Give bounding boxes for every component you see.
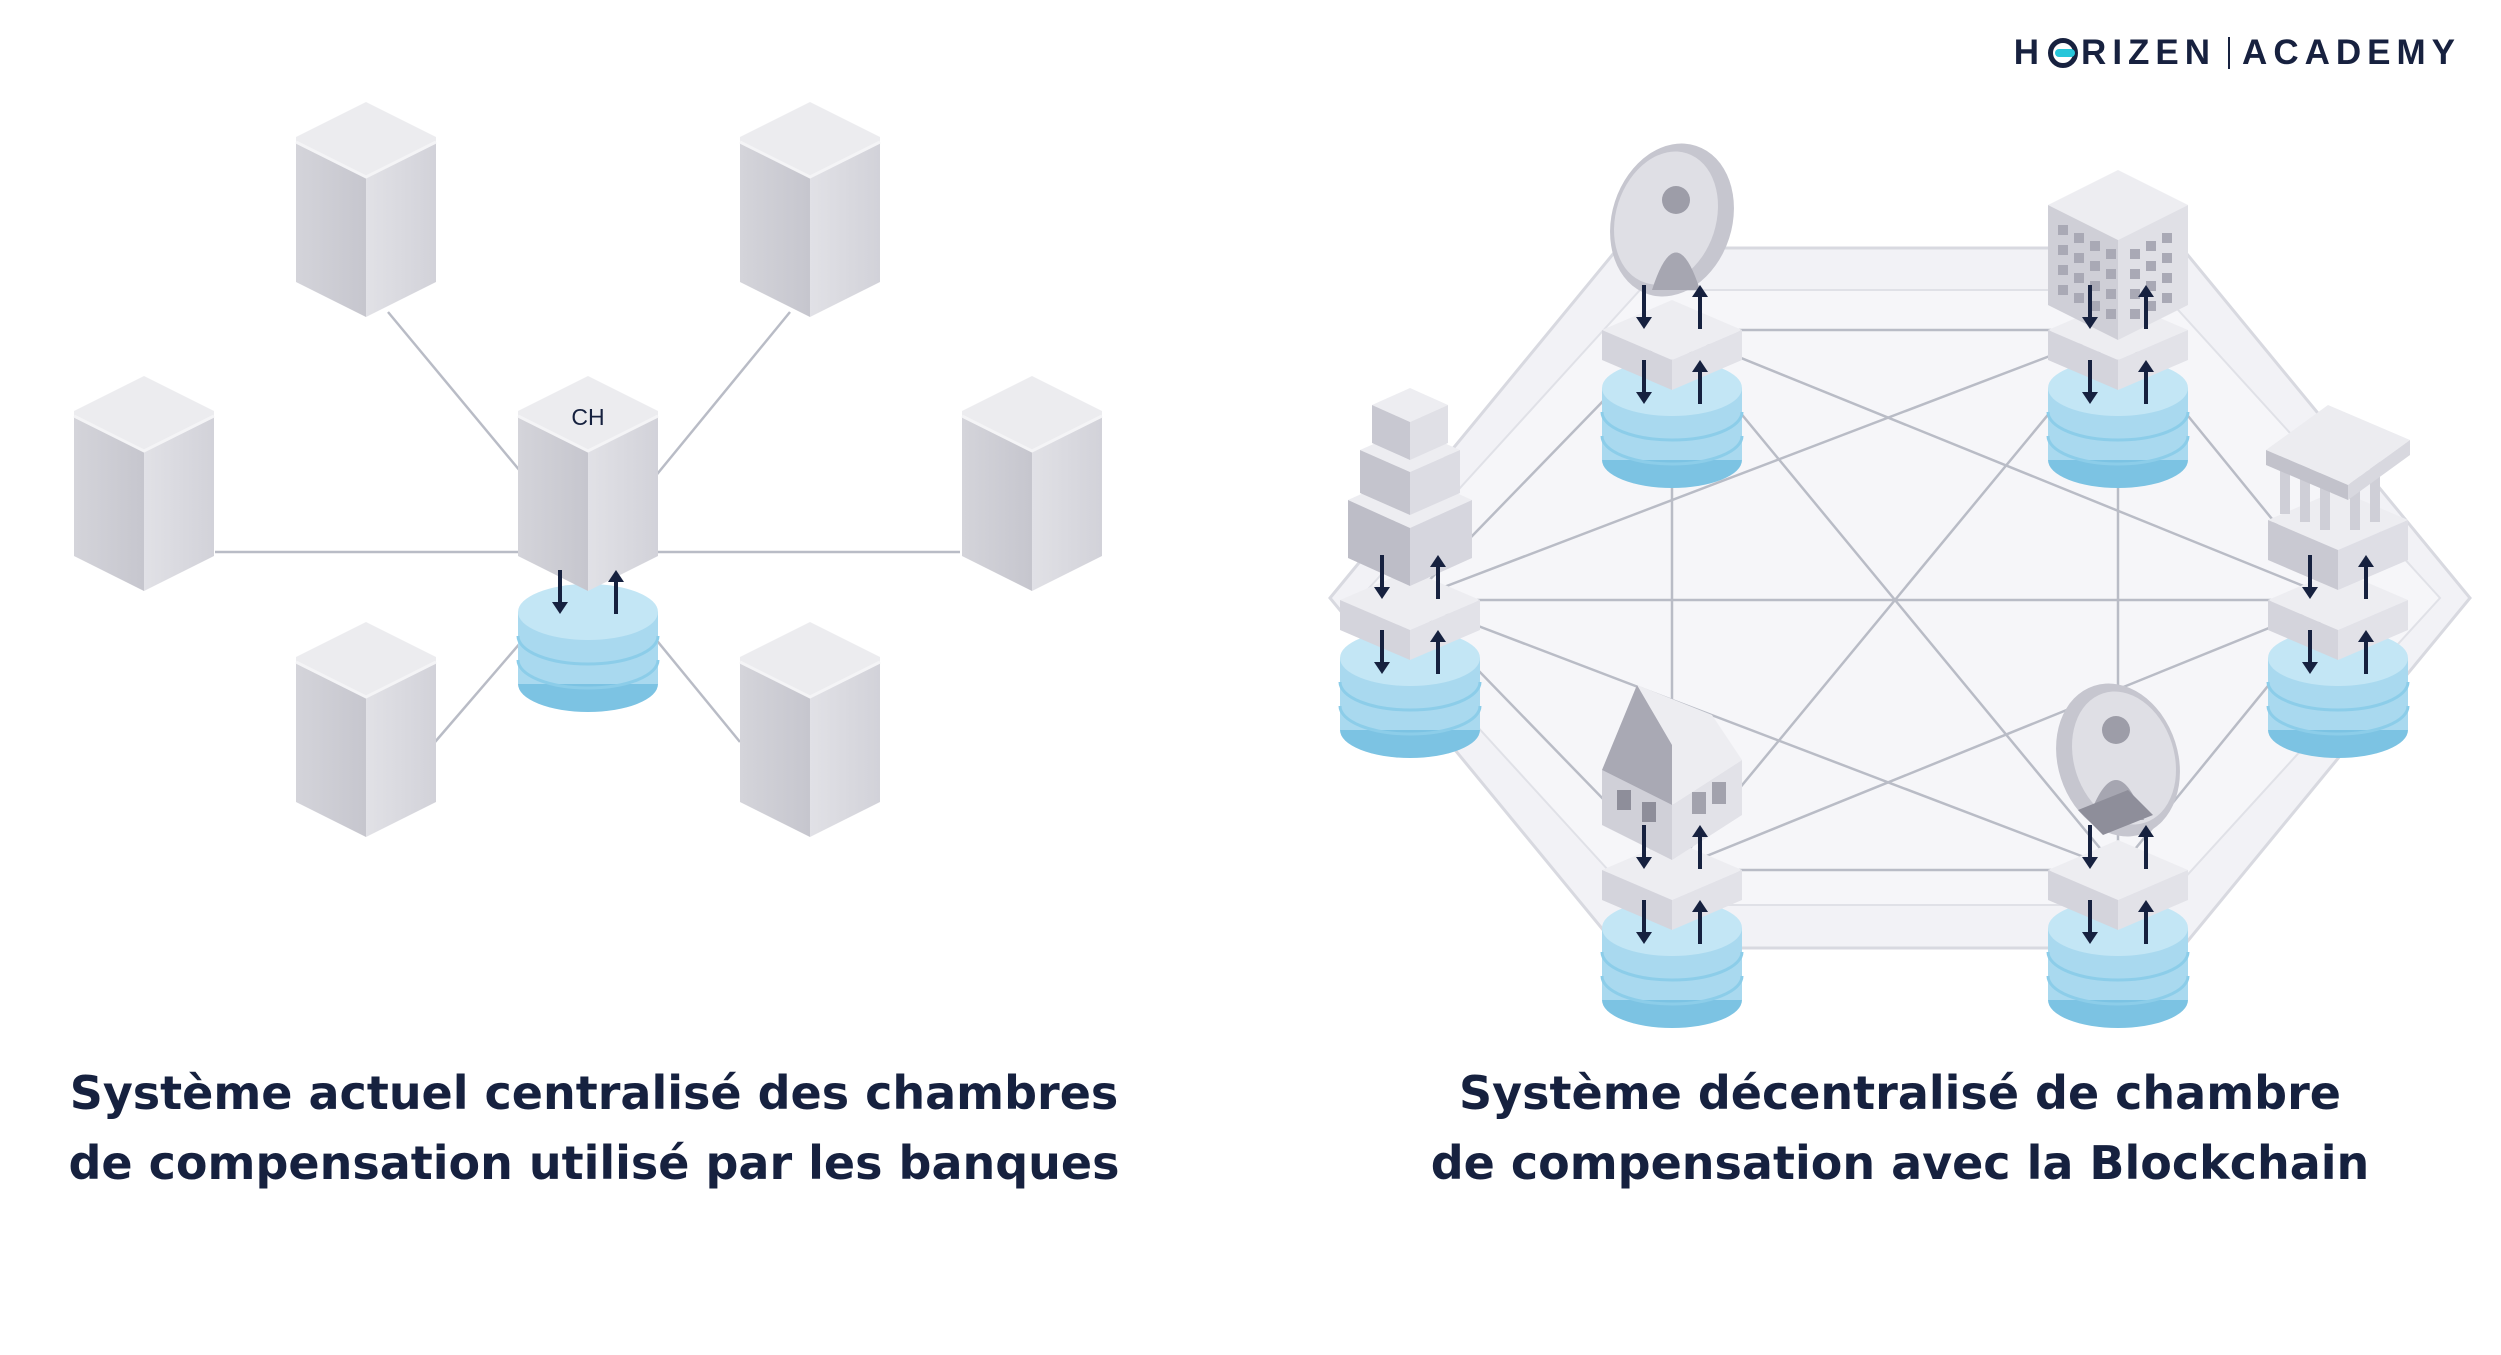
logo-text-rizen: RIZEN — [2081, 33, 2217, 72]
skyscraper-icon — [1348, 388, 1472, 586]
logo-separator — [2228, 37, 2231, 69]
centralized-caption: Système actuel centralisé des chambres d… — [54, 1058, 1134, 1198]
bank-server-bottom-left — [294, 620, 438, 839]
hub-database-icon — [516, 582, 660, 714]
node-person-woman — [1600, 143, 1744, 490]
logo-text-h: H — [2013, 33, 2046, 72]
building-windows-icon — [2058, 225, 2172, 319]
man-person-icon — [2102, 716, 2130, 744]
node-office-building — [2046, 170, 2190, 490]
logo-text-academy: ACADEMY — [2242, 33, 2461, 72]
decentralized-caption-line2: de compensation avec la Blockchain — [1430, 1136, 2370, 1190]
woman-person-icon — [1662, 186, 1690, 214]
logo-o-icon — [2048, 38, 2079, 68]
bank-server-top-right — [738, 100, 882, 319]
decentralized-diagram — [1328, 143, 2472, 1030]
node-skyscraper — [1338, 388, 1482, 760]
laptop-icon — [2078, 790, 2153, 835]
bank-server-top-left — [294, 100, 438, 319]
horizen-academy-logo: H RIZEN ACADEMY — [2014, 30, 2461, 76]
house-icon — [1602, 685, 1742, 860]
node-house — [1600, 685, 1744, 1030]
centralized-caption-line2: de compensation utilisé par les banques — [68, 1136, 1120, 1190]
decentralized-caption: Système décentralisé de chambre de compe… — [1360, 1058, 2440, 1198]
hub-label: CH — [571, 404, 604, 430]
bank-server-bottom-right — [738, 620, 882, 839]
bank-server-left — [72, 374, 216, 593]
decentralized-caption-line1: Système décentralisé de chambre — [1459, 1066, 2341, 1120]
bank-server-right — [960, 374, 1104, 593]
centralized-diagram: CH — [72, 100, 1104, 839]
node-person-laptop — [2046, 683, 2190, 1030]
bank-building-icon — [2266, 405, 2410, 590]
node-bank — [2266, 405, 2410, 760]
centralized-caption-line1: Système actuel centralisé des chambres — [69, 1066, 1119, 1120]
